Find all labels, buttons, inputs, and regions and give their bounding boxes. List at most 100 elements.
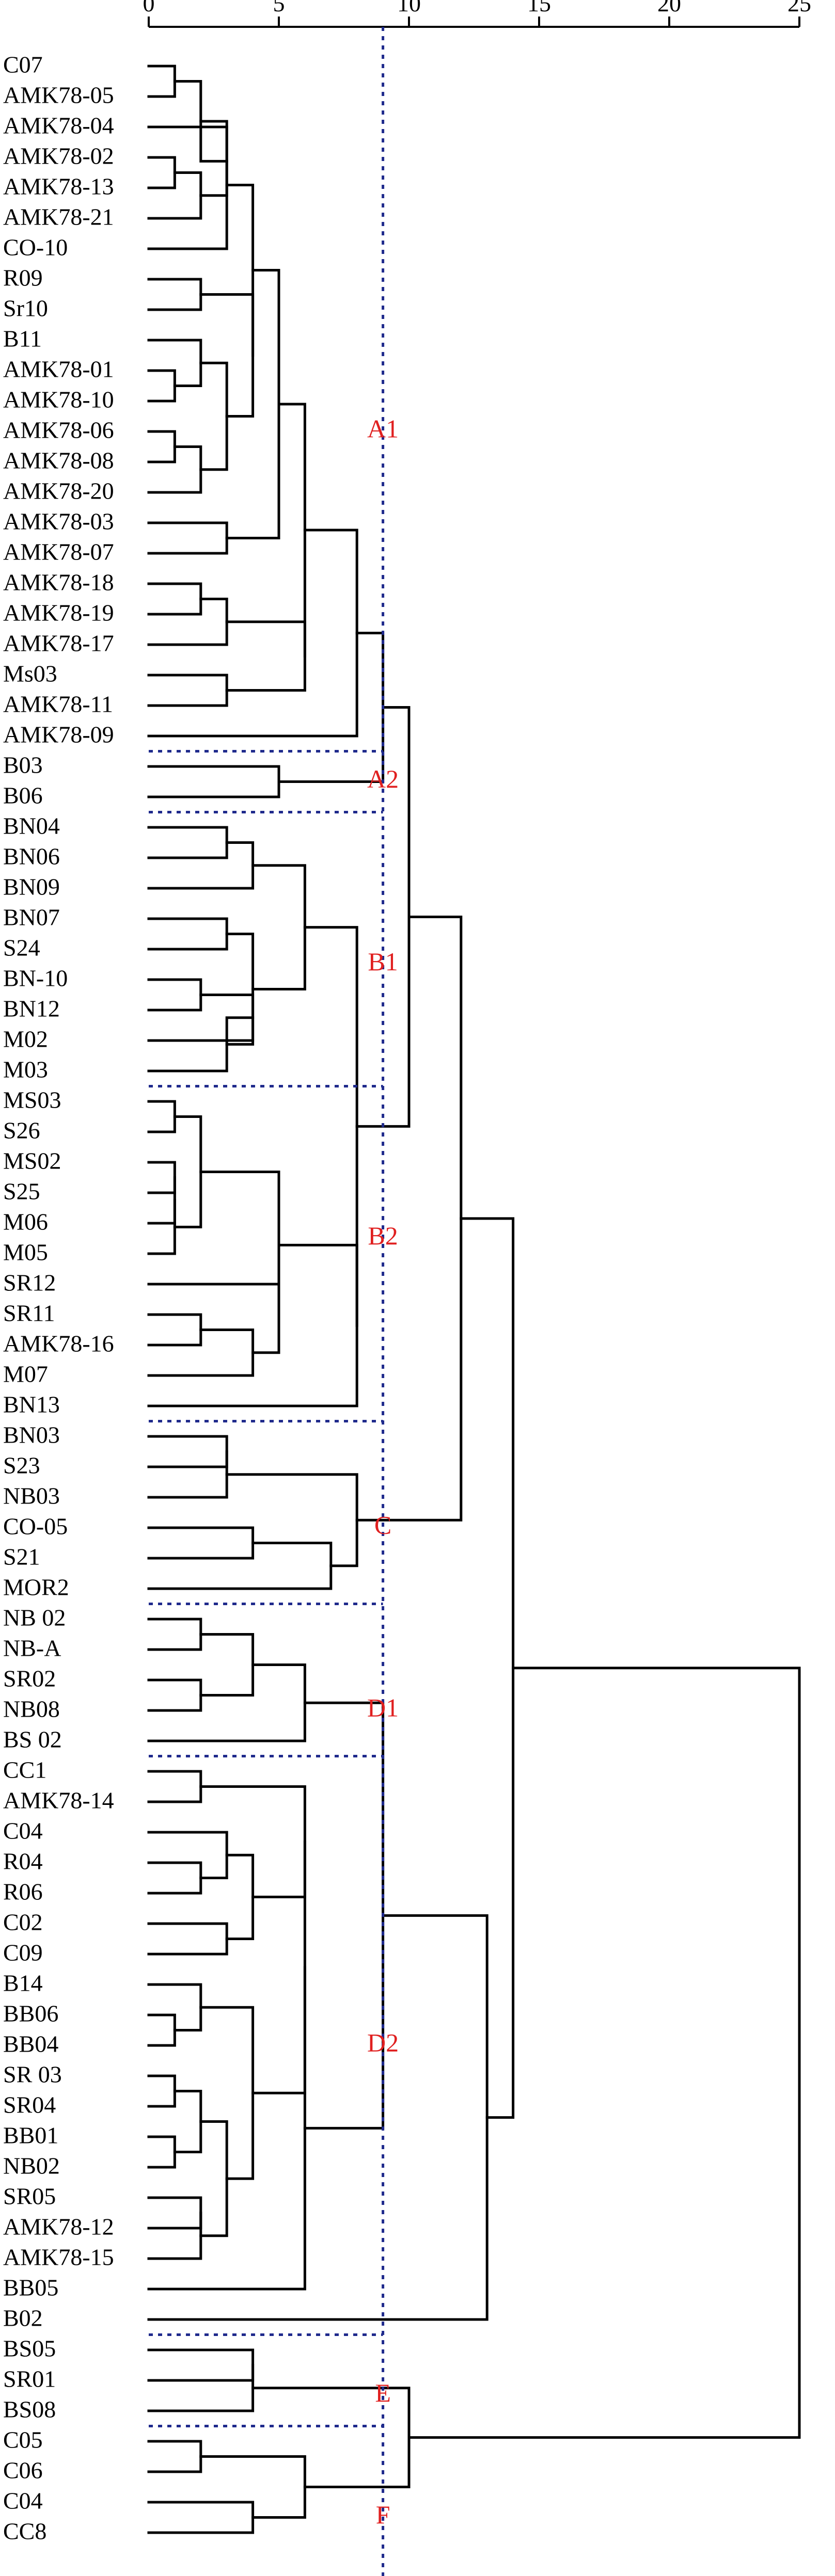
dendrogram-branch [147, 1243, 358, 1407]
leaf-label: NB02 [3, 2153, 60, 2179]
dendrogram-branch [147, 1922, 228, 1956]
dendrogram-branch [277, 632, 385, 783]
leaf-label: AMK78-13 [3, 173, 114, 200]
leaf-label: Ms03 [3, 661, 57, 687]
leaf-label: M05 [3, 1239, 48, 1266]
dendrogram-branch [225, 183, 255, 357]
dendrogram-branch [303, 926, 358, 1327]
leaf-label: AMK78-16 [3, 1331, 114, 1357]
dendrogram-branch [147, 917, 228, 951]
leaf-label: BB04 [3, 2031, 58, 2057]
dendrogram-branch [147, 1161, 176, 1194]
leaf-label: B03 [3, 752, 43, 778]
leaf-label: C06 [3, 2457, 43, 2484]
leaf-label: R06 [3, 1879, 43, 1905]
leaf-label: C09 [3, 1940, 43, 1966]
dendrogram-branch [303, 1701, 385, 2130]
leaf-label: BS 02 [3, 1726, 62, 1753]
leaf-label: S24 [3, 935, 40, 961]
dendrogram-branch [251, 864, 306, 990]
leaf-label: BS08 [3, 2396, 56, 2423]
leaf-label: BN13 [3, 1391, 60, 1418]
leaf-label: AMK78-04 [3, 113, 114, 139]
leaf-label: AMK78-01 [3, 356, 114, 382]
dendrogram-branch [147, 1618, 202, 1651]
group-label: A1 [367, 414, 399, 443]
group-label: F [376, 2500, 390, 2529]
dendrogram-branch [407, 1667, 801, 2439]
leaf-label: S25 [3, 1178, 40, 1205]
dendrogram-branch [225, 1853, 255, 1940]
leaf-label: AMK78-09 [3, 722, 114, 748]
group-separators [149, 750, 383, 2427]
leaf-label: M06 [3, 1209, 48, 1235]
dendrogram-branch [147, 1435, 228, 1468]
leaf-label: BN06 [3, 843, 60, 870]
leaf-label: NB 02 [3, 1605, 66, 1631]
group-label: D2 [367, 2028, 399, 2057]
leaf-label: AMK78-18 [3, 569, 114, 596]
leaf-label: MS03 [3, 1087, 61, 1113]
x-axis-tick-label: 15 [527, 0, 551, 17]
leaf-label: CO-05 [3, 1513, 68, 1540]
leaf-label: NB08 [3, 1696, 60, 1722]
dendrogram-branch [147, 1526, 255, 1560]
dendrogram-branch [147, 2501, 255, 2534]
dendrogram-branch [147, 1283, 280, 1354]
leaf-label: AMK78-21 [3, 204, 114, 230]
group-label: E [375, 2378, 391, 2407]
x-axis-tick-label: 20 [657, 0, 681, 17]
dendrogram-branch [147, 2013, 176, 2047]
leaf-label: B02 [3, 2305, 43, 2331]
leaf-label: CC1 [3, 1757, 46, 1783]
leaf-label: BS05 [3, 2335, 56, 2362]
dendrogram-branch [147, 2348, 255, 2382]
group-label: B2 [368, 1221, 398, 1250]
dendrogram-branch [147, 582, 202, 616]
leaf-label: C05 [3, 2427, 43, 2453]
leaf-label: M03 [3, 1057, 48, 1083]
leaf-label: C07 [3, 52, 43, 78]
dendrogram-branch [147, 1313, 202, 1347]
leaf-label: BN09 [3, 874, 60, 900]
leaf-label: SR02 [3, 1666, 56, 1692]
leaf-label: C04 [3, 2488, 43, 2514]
leaf-label: SR11 [3, 1300, 55, 1326]
leaf-label: AMK78-02 [3, 143, 114, 169]
dendrogram-branch [147, 978, 202, 1012]
dendrogram-branch [147, 1678, 202, 1712]
leaf-label: SR 03 [3, 2061, 62, 2088]
leaf-label: MOR2 [3, 1574, 69, 1601]
leaf-label: AMK78-15 [3, 2244, 114, 2270]
dendrogram-branch [147, 674, 228, 707]
dendrogram-branch [147, 2074, 176, 2108]
dendrogram-branch [199, 1633, 255, 1697]
leaf-label: BB06 [3, 2001, 58, 2027]
leaf-label: B06 [3, 782, 43, 809]
group-label: C [374, 1510, 391, 1539]
group-label: B1 [368, 947, 398, 976]
dendrogram-branch [147, 521, 228, 555]
dendrogram-branch [147, 2212, 202, 2260]
dendrogram-branch [147, 369, 176, 403]
leaf-label: SR12 [3, 1270, 56, 1296]
leaf-label: BN03 [3, 1422, 60, 1448]
leaf-label: BB01 [3, 2122, 58, 2149]
x-axis-tick-label: 25 [787, 0, 811, 17]
dendrogram-branch [147, 1831, 228, 1879]
dendrogram-branch [147, 841, 255, 890]
x-axis-tick-label: 0 [143, 0, 155, 17]
dendrogram-branch [225, 1473, 358, 1567]
dendrogram-branch [147, 65, 176, 98]
dendrogram-branch [147, 1199, 176, 1255]
leaf-label: MS02 [3, 1148, 61, 1174]
leaf-label: BN04 [3, 813, 60, 839]
dendrogram-branch [225, 933, 255, 1046]
dendrogram-branch [147, 2196, 202, 2230]
leaf-label: S23 [3, 1452, 40, 1479]
dendrogram-branch [199, 361, 228, 471]
dendrogram-branch [225, 620, 306, 692]
leaf-label: M07 [3, 1361, 48, 1387]
